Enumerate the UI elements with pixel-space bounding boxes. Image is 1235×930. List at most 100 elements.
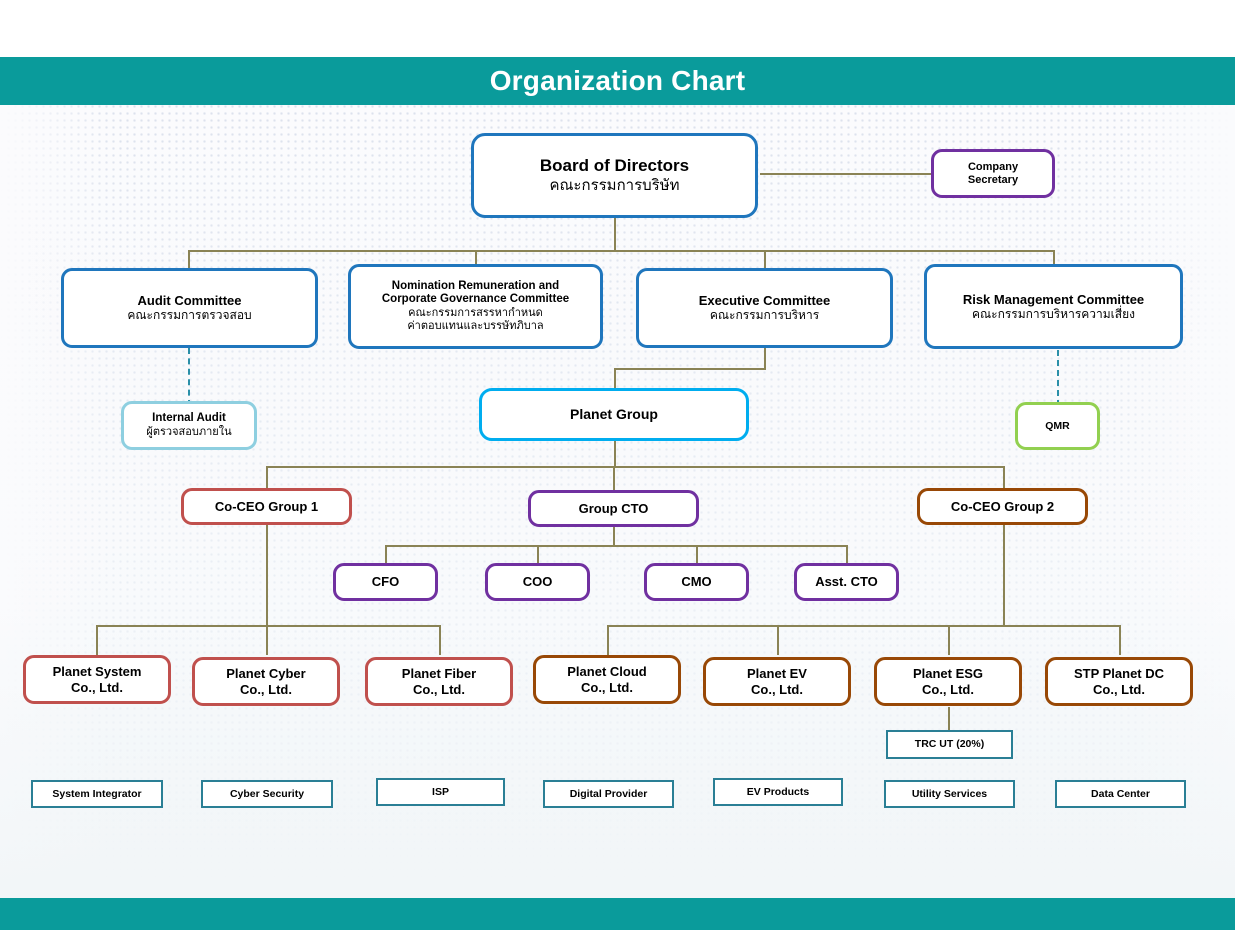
connector-ceo-bus — [266, 466, 1004, 468]
connector-drop-cfo — [385, 545, 387, 567]
risk-committee-title-th: คณะกรรมการบริหารความเสี่ยง — [971, 306, 1135, 321]
connector-esg-to-trc-ut — [948, 707, 950, 731]
planet-esg-title: Planet ESG Co., Ltd. — [912, 666, 984, 697]
connector-drop-planet-system — [96, 625, 98, 655]
connector-board-to-secretary — [760, 173, 931, 175]
planet-fiber-title: Planet Fiber Co., Ltd. — [401, 666, 477, 697]
connector-risk-to-qmr — [1057, 350, 1059, 406]
node-planet-ev[interactable]: Planet EV Co., Ltd. — [703, 657, 851, 706]
tag-data-center-label: Data Center — [1091, 787, 1150, 800]
node-internal-audit[interactable]: Internal Audit ผู้ตรวจสอบภายใน — [121, 401, 257, 450]
audit-committee-title: Audit Committee — [137, 293, 242, 309]
connector-cxo-bus — [385, 545, 847, 547]
node-co-ceo-group-2[interactable]: Co-CEO Group 2 — [917, 488, 1088, 525]
tag-system-integrator-label: System Integrator — [52, 787, 142, 800]
executive-committee-title-th: คณะกรรมการบริหาร — [709, 308, 820, 323]
header-bar — [0, 57, 1235, 105]
connector-drop-audit — [188, 250, 190, 268]
page-title: Organization Chart — [489, 65, 746, 96]
connector-drop-cmo — [696, 545, 698, 567]
node-board-of-directors[interactable]: Board of Directors คณะกรรมการบริษัท — [471, 133, 758, 218]
tag-utility-services[interactable]: Utility Services — [884, 780, 1015, 808]
node-cfo[interactable]: CFO — [333, 563, 438, 601]
tag-digital-provider-label: Digital Provider — [569, 787, 648, 800]
connector-board-stem — [614, 218, 616, 252]
node-co-ceo-group-1[interactable]: Co-CEO Group 1 — [181, 488, 352, 525]
chart-canvas: Board of Directors คณะกรรมการบริษัท Comp… — [0, 105, 1235, 898]
internal-audit-title-th: ผู้ตรวจสอบภายใน — [146, 425, 232, 438]
connector-group2-companies-bus — [607, 625, 1120, 627]
connector-planet-group-feed — [614, 368, 616, 388]
tag-cyber-security-label: Cyber Security — [229, 787, 305, 800]
connector-executive-stem — [764, 348, 766, 370]
node-asst-cto[interactable]: Asst. CTO — [794, 563, 899, 601]
planet-group-title: Planet Group — [570, 406, 658, 423]
node-executive-committee[interactable]: Executive Committee คณะกรรมการบริหาร — [636, 268, 893, 348]
node-planet-fiber[interactable]: Planet Fiber Co., Ltd. — [365, 657, 513, 706]
node-cmo[interactable]: CMO — [644, 563, 749, 601]
risk-committee-title: Risk Management Committee — [962, 291, 1145, 307]
tag-cyber-security[interactable]: Cyber Security — [201, 780, 333, 808]
cmo-title: CMO — [681, 574, 712, 590]
connector-drop-nomination — [475, 250, 477, 268]
node-coo[interactable]: COO — [485, 563, 590, 601]
planet-cyber-title: Planet Cyber Co., Ltd. — [226, 666, 306, 697]
node-stp-planet-dc[interactable]: STP Planet DC Co., Ltd. — [1045, 657, 1193, 706]
audit-committee-title-th: คณะกรรมการตรวจสอบ — [127, 308, 252, 323]
connector-drop-coo — [537, 545, 539, 567]
node-qmr[interactable]: QMR — [1015, 402, 1100, 450]
tag-data-center[interactable]: Data Center — [1055, 780, 1186, 808]
planet-ev-title: Planet EV Co., Ltd. — [747, 666, 807, 697]
connector-drop-group-cto — [613, 466, 615, 490]
connector-drop-risk — [1053, 250, 1055, 268]
internal-audit-title: Internal Audit — [152, 412, 226, 425]
qmr-title: QMR — [1045, 419, 1070, 432]
coo-title: COO — [522, 574, 553, 590]
node-risk-management-committee[interactable]: Risk Management Committee คณะกรรมการบริห… — [924, 264, 1183, 349]
trc-ut-title: TRC UT (20%) — [914, 738, 985, 751]
connector-drop-planet-cyber — [266, 625, 268, 655]
node-nomination-remuneration-committee[interactable]: Nomination Remuneration and Corporate Go… — [348, 264, 603, 349]
company-secretary-title: Company Secretary — [967, 160, 1019, 186]
tag-ev-products[interactable]: EV Products — [713, 778, 843, 806]
executive-committee-title: Executive Committee — [698, 293, 831, 309]
connector-planet-group-stem — [614, 441, 616, 468]
co-ceo-group-2-title: Co-CEO Group 2 — [950, 498, 1055, 514]
connector-audit-to-internal-audit — [188, 348, 190, 406]
connector-drop-co-ceo-2 — [1003, 466, 1005, 488]
asst-cto-title: Asst. CTO — [815, 574, 878, 590]
node-group-cto[interactable]: Group CTO — [528, 490, 699, 527]
tag-digital-provider[interactable]: Digital Provider — [543, 780, 674, 808]
tag-system-integrator[interactable]: System Integrator — [31, 780, 163, 808]
tag-utility-services-label: Utility Services — [911, 787, 988, 800]
connector-committee-bus — [188, 250, 1054, 252]
group-cto-title: Group CTO — [578, 500, 649, 516]
nomination-committee-title-th: คณะกรรมการสรรหากำหนด ค่าตอบแทนและบรรษัทภ… — [407, 306, 544, 333]
connector-drop-planet-ev — [777, 625, 779, 655]
tag-ev-products-label: EV Products — [746, 785, 810, 798]
node-trc-ut[interactable]: TRC UT (20%) — [886, 730, 1013, 759]
footer-bar — [0, 898, 1235, 930]
cfo-title: CFO — [371, 574, 400, 590]
connector-co-ceo-1-stem — [266, 525, 268, 627]
board-of-directors-title: Board of Directors — [539, 156, 690, 176]
node-audit-committee[interactable]: Audit Committee คณะกรรมการตรวจสอบ — [61, 268, 318, 348]
connector-drop-planet-esg — [948, 625, 950, 655]
node-planet-cyber[interactable]: Planet Cyber Co., Ltd. — [192, 657, 340, 706]
connector-co-ceo-2-stem — [1003, 525, 1005, 627]
node-planet-esg[interactable]: Planet ESG Co., Ltd. — [874, 657, 1022, 706]
connector-executive-to-planet-group — [614, 368, 766, 370]
node-planet-cloud[interactable]: Planet Cloud Co., Ltd. — [533, 655, 681, 704]
planet-system-title: Planet System Co., Ltd. — [52, 664, 142, 695]
node-company-secretary[interactable]: Company Secretary — [931, 149, 1055, 198]
tag-isp[interactable]: ISP — [376, 778, 505, 806]
connector-drop-planet-fiber — [439, 625, 441, 655]
node-planet-group[interactable]: Planet Group — [479, 388, 749, 441]
node-planet-system[interactable]: Planet System Co., Ltd. — [23, 655, 171, 704]
stp-planet-dc-title: STP Planet DC Co., Ltd. — [1073, 666, 1165, 697]
connector-drop-planet-cloud — [607, 625, 609, 655]
connector-drop-stp-planet-dc — [1119, 625, 1121, 655]
nomination-committee-title: Nomination Remuneration and Corporate Go… — [381, 279, 570, 306]
tag-isp-label: ISP — [432, 785, 449, 798]
